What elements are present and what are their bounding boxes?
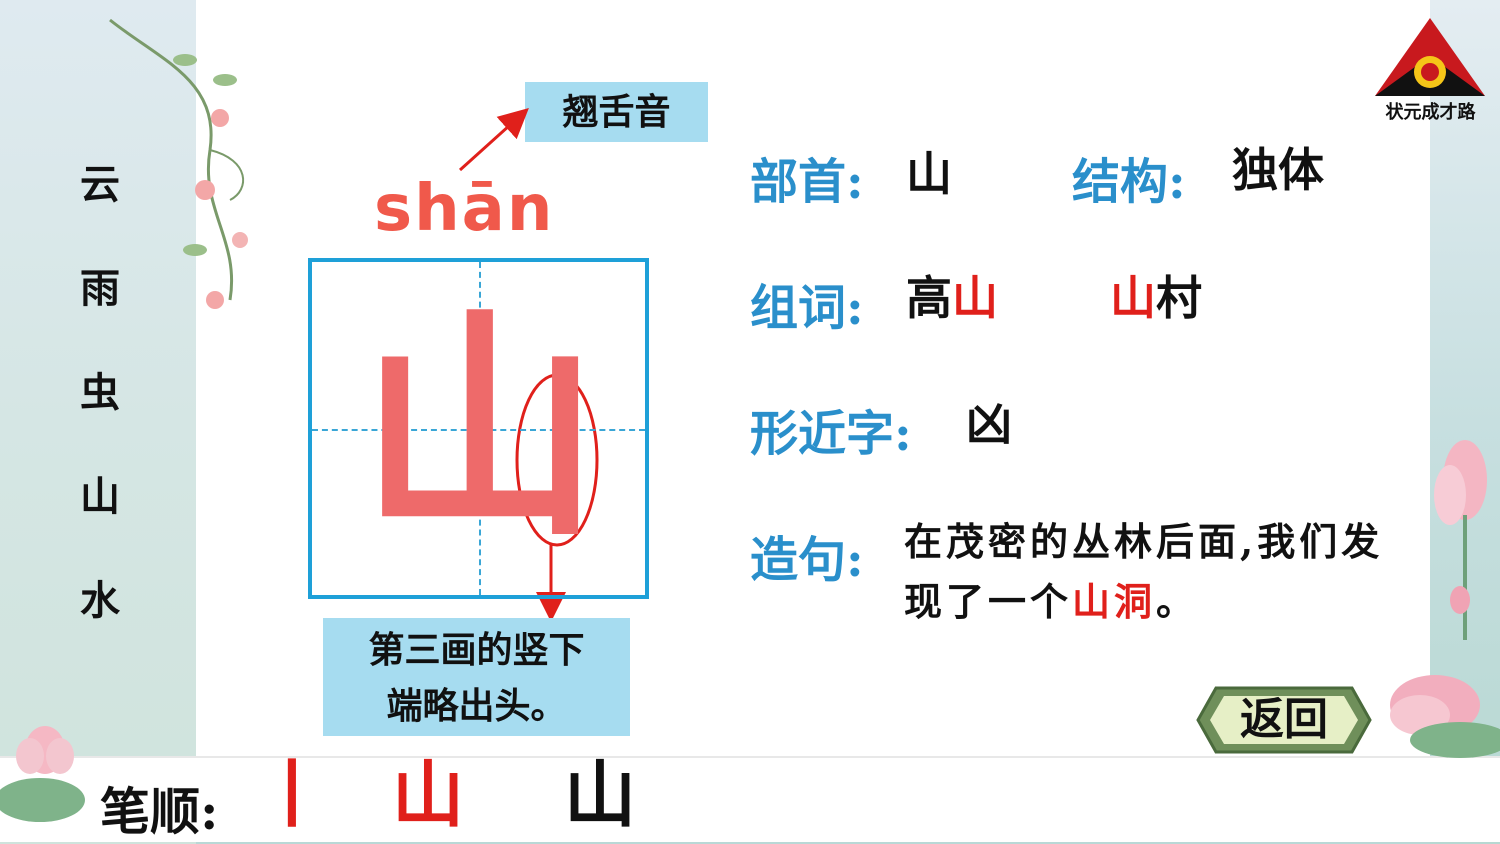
sentence-highlight: 山洞 <box>1072 579 1157 624</box>
stroke-order-label: 笔顺: <box>100 782 219 841</box>
word-item: 山村 <box>1110 262 1202 328</box>
return-button-label: 返回 <box>1240 694 1328 745</box>
return-button[interactable]: 返回 <box>1196 684 1372 756</box>
character-grid <box>308 258 649 599</box>
brand-logo-icon <box>1375 18 1485 96</box>
side-char-item[interactable]: 云 <box>80 161 120 208</box>
sentence-label: 造句: <box>750 532 864 588</box>
radical-label: 部首: <box>750 154 864 210</box>
side-char-item[interactable]: 水 <box>80 577 120 624</box>
side-lesson-list: 云 雨 虫 山 水 <box>60 150 140 670</box>
return-button-shape-icon <box>1196 686 1372 754</box>
stroke-step: 山 <box>564 752 637 837</box>
main-character: 山 <box>359 287 600 569</box>
similar-char-label: 形近字: <box>750 406 912 462</box>
stroke-step: 山 <box>392 752 465 837</box>
stroke-step: 丨 <box>256 752 329 837</box>
stroke-order-bar <box>0 756 1500 842</box>
tag-retroflex: 翘舌音 <box>525 82 708 142</box>
vine-decoration-icon <box>109 18 248 309</box>
side-char-item[interactable]: 山 <box>80 473 120 520</box>
left-background <box>0 0 196 844</box>
structure-value: 独体 <box>1232 143 1324 197</box>
word-part-highlight: 山 <box>952 271 998 325</box>
words-label: 组词: <box>750 280 864 336</box>
sentence-text: 在茂密的丛林后面,我们发现了一个 <box>904 519 1384 624</box>
example-sentence: 在茂密的丛林后面,我们发现了一个山洞。 <box>904 512 1404 632</box>
structure-label: 结构: <box>1072 154 1186 210</box>
side-char-item[interactable]: 虫 <box>80 369 120 416</box>
word-part: 村 <box>1156 271 1202 325</box>
stroke-tip-line: 第三画的竖下 <box>368 629 585 671</box>
grid-guide-vertical <box>478 262 481 595</box>
lotus-decoration-icon <box>0 726 85 822</box>
word-part: 高 <box>906 271 952 325</box>
word-part-highlight: 山 <box>1110 271 1156 325</box>
stroke-tip-line: 端略出头。 <box>386 685 567 727</box>
similar-char-value: 凶 <box>966 397 1012 451</box>
stroke-tip-box: 第三画的竖下 端略出头。 <box>323 618 630 736</box>
radical-value: 山 <box>906 147 952 201</box>
word-item: 高山 <box>906 262 998 328</box>
brand-logo-text: 状元成才路 <box>1385 102 1476 123</box>
pinyin-label: shān <box>374 172 555 246</box>
sentence-end: 。 <box>1156 579 1199 624</box>
lotus-decoration-icon <box>1390 440 1500 758</box>
side-char-item[interactable]: 雨 <box>80 265 120 312</box>
